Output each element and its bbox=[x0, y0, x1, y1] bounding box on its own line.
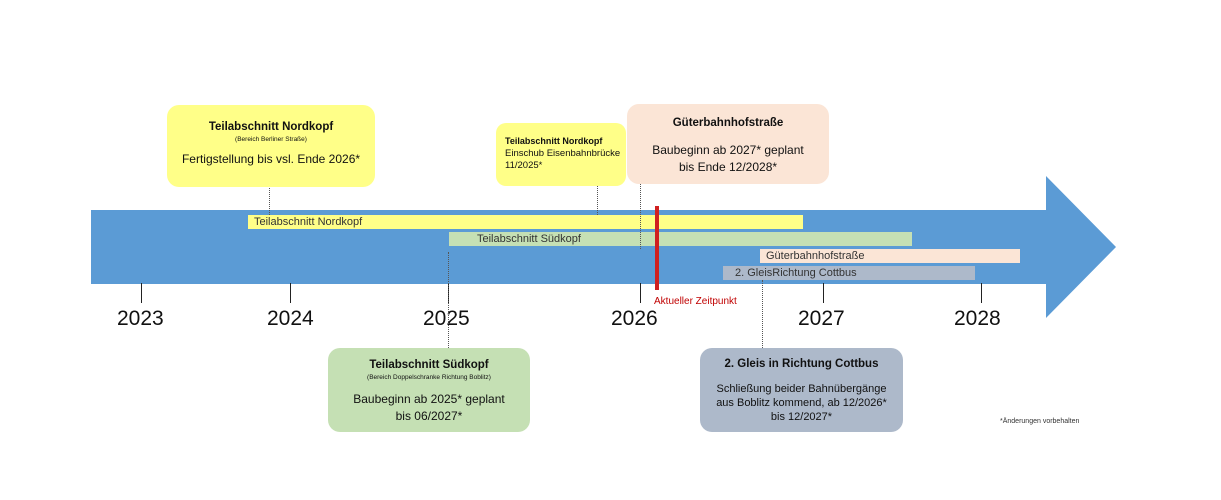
card-suedkopf-line1: Baubeginn ab 2025* geplant bbox=[353, 392, 505, 406]
bar-suedkopf: Teilabschnitt Südkopf bbox=[449, 232, 912, 246]
card-gueter-title: Güterbahnhofstraße bbox=[672, 117, 784, 129]
card-nordkopf-body: Fertigstellung bis vsl. Ende 2026* bbox=[181, 152, 361, 166]
connector-suedkopf bbox=[448, 252, 449, 348]
card-gueter-line1: Baubeginn ab 2027* geplant bbox=[652, 143, 804, 157]
card-gleis-line1: Schließung beider Bahnübergänge bbox=[716, 383, 887, 395]
connector-nordkopf bbox=[269, 188, 270, 215]
footnote: *Änderungen vorbehalten bbox=[1000, 418, 1080, 425]
card-nordkopf-title: Teilabschnitt Nordkopf bbox=[208, 121, 334, 133]
card-suedkopf: Teilabschnitt Südkopf (Bereich Doppelsch… bbox=[328, 348, 530, 432]
card-gueter-line2: bis Ende 12/2028* bbox=[678, 160, 778, 174]
card-gleis-line3: bis 12/2027* bbox=[770, 411, 833, 423]
card-gleis-line2: aus Boblitz kommend, ab 12/2026* bbox=[716, 397, 887, 409]
card-einschub-title: Teilabschnitt Nordkopf bbox=[505, 136, 603, 146]
current-time-marker bbox=[655, 206, 659, 290]
card-nordkopf: Teilabschnitt Nordkopf (Bereich Berliner… bbox=[167, 105, 375, 187]
year-label-2026: 2026 bbox=[611, 307, 658, 330]
timeline-arrow-shape bbox=[91, 176, 1116, 318]
card-zweites-gleis: 2. Gleis in Richtung Cottbus Schließung … bbox=[700, 348, 903, 432]
card-nordkopf-subtitle: (Bereich Berliner Straße) bbox=[235, 136, 307, 143]
card-suedkopf-title: Teilabschnitt Südkopf bbox=[369, 359, 489, 371]
card-gueterbahnhofstrasse: Güterbahnhofstraße Baubeginn ab 2027* ge… bbox=[627, 104, 829, 184]
connector-einschub bbox=[597, 183, 598, 215]
bar-gueterbahnhofstrasse: Güterbahnhofstraße bbox=[760, 249, 1020, 263]
connector-zweites-gleis bbox=[762, 280, 763, 348]
card-suedkopf-subtitle: (Bereich Doppelschranke Richtung Boblitz… bbox=[367, 374, 491, 381]
year-label-2023: 2023 bbox=[117, 307, 164, 330]
year-label-2025: 2025 bbox=[423, 307, 470, 330]
year-label-2024: 2024 bbox=[267, 307, 314, 330]
card-suedkopf-line2: bis 06/2027* bbox=[395, 409, 463, 423]
card-gleis-title: 2. Gleis in Richtung Cottbus bbox=[724, 358, 879, 370]
year-label-2028: 2028 bbox=[954, 307, 1001, 330]
current-time-label: Aktueller Zeitpunkt bbox=[654, 296, 737, 307]
bar-zweites-gleis: 2. GleisRichtung Cottbus bbox=[723, 266, 975, 280]
card-einschub-line1: Einschub Eisenbahnbrücke bbox=[505, 148, 621, 159]
year-tick-2023 bbox=[141, 283, 142, 303]
year-tick-2027 bbox=[823, 283, 824, 303]
connector-gueterbahnhofstrasse bbox=[640, 183, 641, 249]
year-tick-2028 bbox=[981, 283, 982, 303]
card-einschub-line2: 11/2025* bbox=[505, 160, 543, 171]
card-einschub: Teilabschnitt Nordkopf Einschub Eisenbah… bbox=[496, 123, 626, 186]
bar-nordkopf: Teilabschnitt Nordkopf bbox=[248, 215, 803, 229]
year-label-2027: 2027 bbox=[798, 307, 845, 330]
year-tick-2026 bbox=[640, 283, 641, 303]
year-tick-2024 bbox=[290, 283, 291, 303]
